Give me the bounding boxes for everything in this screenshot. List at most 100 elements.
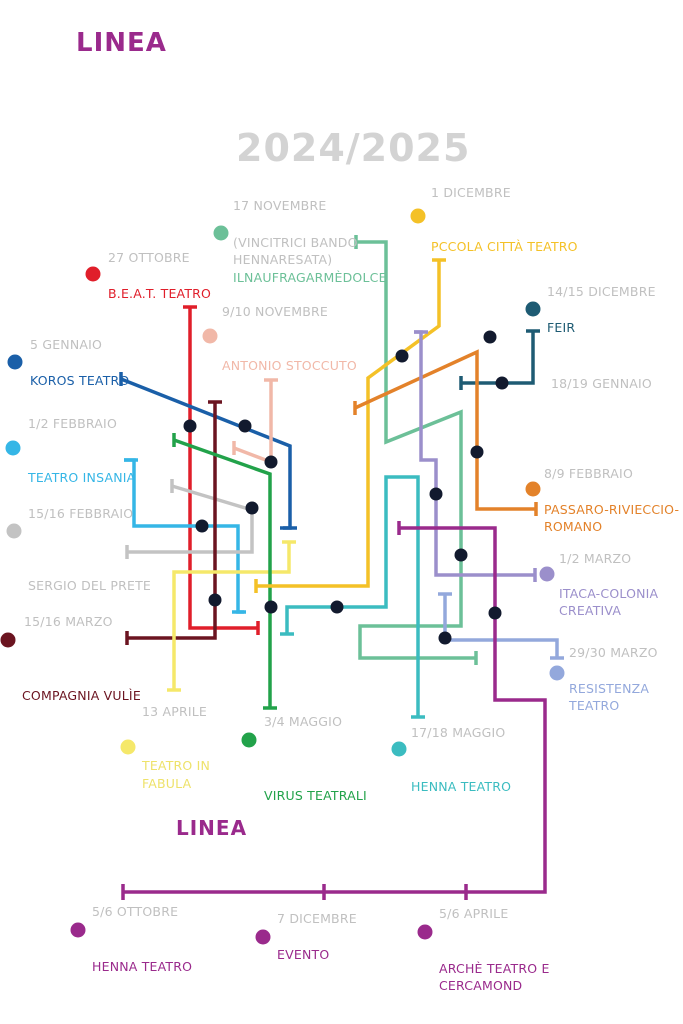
linea-event-2-date: 7 DICEMBRE bbox=[277, 911, 357, 926]
itaca-date: 1/2 MARZO bbox=[559, 551, 632, 566]
passaro-name-2: ROMANO bbox=[544, 519, 603, 534]
line-koros bbox=[120, 377, 292, 530]
dot-linea-3 bbox=[417, 924, 433, 940]
dot-piccola bbox=[410, 208, 426, 224]
brand-title: LINEA bbox=[76, 28, 167, 58]
dot-feir bbox=[525, 301, 541, 317]
station-node bbox=[208, 593, 222, 607]
line-beat bbox=[188, 307, 258, 630]
dot-delprete bbox=[6, 523, 22, 539]
feir2-date: 18/19 GENNAIO bbox=[551, 376, 652, 391]
dot-passaro bbox=[525, 481, 541, 497]
piccola-name: PCCOLA CITTÀ TEATRO bbox=[431, 239, 578, 254]
koros-name: KOROS TEATRO bbox=[30, 373, 130, 388]
line-vulie bbox=[127, 402, 217, 640]
line-henna bbox=[285, 475, 420, 717]
interchange-stations bbox=[183, 330, 509, 645]
passaro-name-1: PASSARO-RIVIECCIO- bbox=[544, 502, 680, 517]
line-fabula bbox=[172, 542, 291, 690]
line-delprete bbox=[127, 484, 254, 554]
dot-insania bbox=[5, 440, 21, 456]
station-node bbox=[264, 600, 278, 614]
dot-linea-1 bbox=[70, 922, 86, 938]
passaro-date: 8/9 FEBBRAIO bbox=[544, 466, 633, 481]
virus-date: 3/4 MAGGIO bbox=[264, 714, 343, 729]
feir-name: FEIR bbox=[547, 320, 576, 335]
linea-event-3-name-2: CERCAMOND bbox=[439, 978, 523, 993]
line-feir bbox=[461, 331, 535, 385]
line-beat-ends bbox=[183, 305, 260, 635]
line-passaro bbox=[354, 349, 536, 511]
line-itaca-ends bbox=[414, 330, 537, 582]
station-node bbox=[495, 376, 509, 390]
season-title: 2024/2025 bbox=[236, 126, 471, 170]
itaca-name-2: CREATIVA bbox=[559, 603, 622, 618]
station-node bbox=[483, 330, 497, 344]
station-node bbox=[183, 419, 197, 433]
dot-henna bbox=[391, 741, 407, 757]
line-fabula-ends bbox=[167, 540, 296, 692]
line-naufragar bbox=[356, 240, 476, 660]
insania-name: TEATRO INSANIA bbox=[28, 470, 136, 485]
resistenza-date: 29/30 MARZO bbox=[569, 645, 658, 660]
koros-date: 5 GENNAIO bbox=[30, 337, 103, 352]
resistenza-name-2: TEATRO bbox=[569, 698, 620, 713]
station-node bbox=[470, 445, 484, 459]
virus-name: VIRUS TEATRALI bbox=[264, 788, 367, 803]
itaca-name-1: ITACA-COLONIA bbox=[559, 586, 659, 601]
dot-koros bbox=[7, 354, 23, 370]
henna-date: 17/18 MAGGIO bbox=[411, 725, 506, 740]
feir-date: 14/15 DICEMBRE bbox=[547, 284, 656, 299]
line-feir-ends bbox=[459, 329, 540, 390]
naufragar-date: 17 NOVEMBRE bbox=[233, 198, 327, 213]
line-stoccuto-ends bbox=[232, 378, 278, 455]
fabula-name-1: TEATRO IN bbox=[142, 758, 211, 773]
dot-beat bbox=[85, 266, 101, 282]
delprete-name: SERGIO DEL PRETE bbox=[28, 578, 152, 593]
resistenza-name-1: RESISTENZA bbox=[569, 681, 650, 696]
line-passaro-ends bbox=[353, 401, 538, 516]
station-node bbox=[429, 487, 443, 501]
fabula-date: 13 APRILE bbox=[142, 704, 208, 719]
line-linea-ticks bbox=[121, 521, 468, 900]
line-vulie-ends bbox=[125, 400, 222, 645]
dot-vulie bbox=[0, 632, 16, 648]
station-node bbox=[195, 519, 209, 533]
naufragar-note-2: HENNARESATA) bbox=[233, 252, 333, 267]
vulie-name: COMPAGNIA VULÌE bbox=[22, 688, 141, 703]
naufragar-name: ILNAUFRAGARMÈDOLCE bbox=[233, 270, 387, 285]
dot-resistenza bbox=[549, 665, 565, 681]
stoccuto-name: ANTONIO STOCCUTO bbox=[222, 358, 357, 373]
line-virus bbox=[173, 438, 272, 708]
linea-event-1-date: 5/6 OTTOBRE bbox=[92, 904, 179, 919]
stoccuto-date: 9/10 NOVEMBRE bbox=[222, 304, 329, 319]
dot-fabula bbox=[120, 739, 136, 755]
vulie-date: 15/16 MARZO bbox=[24, 614, 113, 629]
station-node bbox=[395, 349, 409, 363]
station-node bbox=[238, 419, 252, 433]
line-linea bbox=[123, 526, 547, 894]
station-node bbox=[264, 455, 278, 469]
brand-title-bottom: LINEA bbox=[176, 816, 248, 840]
henna-name: HENNA TEATRO bbox=[411, 779, 512, 794]
line-piccola-ends bbox=[254, 258, 446, 593]
linea-event-2-name: EVENTO bbox=[277, 947, 330, 962]
beat-date: 27 OTTOBRE bbox=[108, 250, 190, 265]
dot-virus bbox=[241, 732, 257, 748]
station-node bbox=[438, 631, 452, 645]
naufragar-note-1: (VINCITRICI BANDO bbox=[233, 235, 358, 250]
line-koros-ends bbox=[119, 372, 297, 530]
line-henna-ends bbox=[280, 632, 425, 719]
line-piccola bbox=[256, 260, 441, 588]
beat-name: B.E.A.T. TEATRO bbox=[108, 286, 212, 301]
insania-date: 1/2 FEBBRAIO bbox=[28, 416, 117, 431]
delprete-date: 15/16 FEBBRAIO bbox=[28, 506, 134, 521]
station-node bbox=[330, 600, 344, 614]
station-node bbox=[245, 501, 259, 515]
line-resistenza bbox=[443, 594, 559, 658]
dot-linea-2 bbox=[255, 929, 271, 945]
linea-event-1-name: HENNA TEATRO bbox=[92, 959, 193, 974]
station-node bbox=[488, 606, 502, 620]
line-stoccuto bbox=[233, 380, 273, 465]
